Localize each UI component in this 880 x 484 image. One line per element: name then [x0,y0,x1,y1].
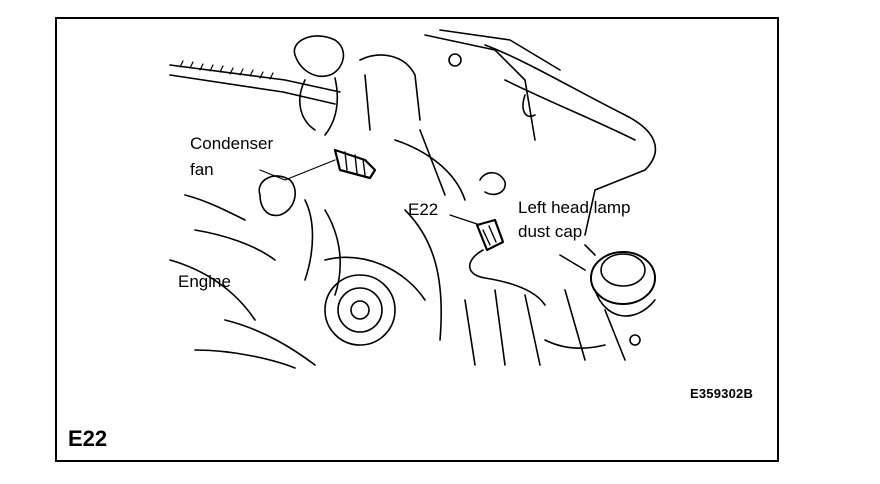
engine-bay-illustration [169,29,657,369]
condenser-fan-connector [333,148,377,180]
document-code: E359302B [690,386,754,401]
e22-harness [468,249,546,306]
head-lamp-label-line2: dust cap [518,222,583,241]
pulley [324,274,396,346]
fender-panel [484,44,657,236]
fan-motor [258,175,296,217]
hatching [179,60,274,80]
reservoir-cap [293,35,345,77]
e22-leader [449,214,481,226]
upper-hose [299,77,339,136]
dust-cap [590,251,656,305]
figure-frame [55,17,779,462]
engine-label: Engine [178,272,231,291]
e22-connector [475,218,505,252]
condenser-fan-label-line1: Condenser [190,134,274,153]
head-lamp-label-line1: Left head lamp [518,198,631,217]
e22-callout-label: E22 [408,200,439,219]
connector-title: E22 [68,426,108,451]
condenser-leader [259,159,336,181]
radiator-support [169,64,341,105]
condenser-fan-label-line2: fan [190,160,214,179]
